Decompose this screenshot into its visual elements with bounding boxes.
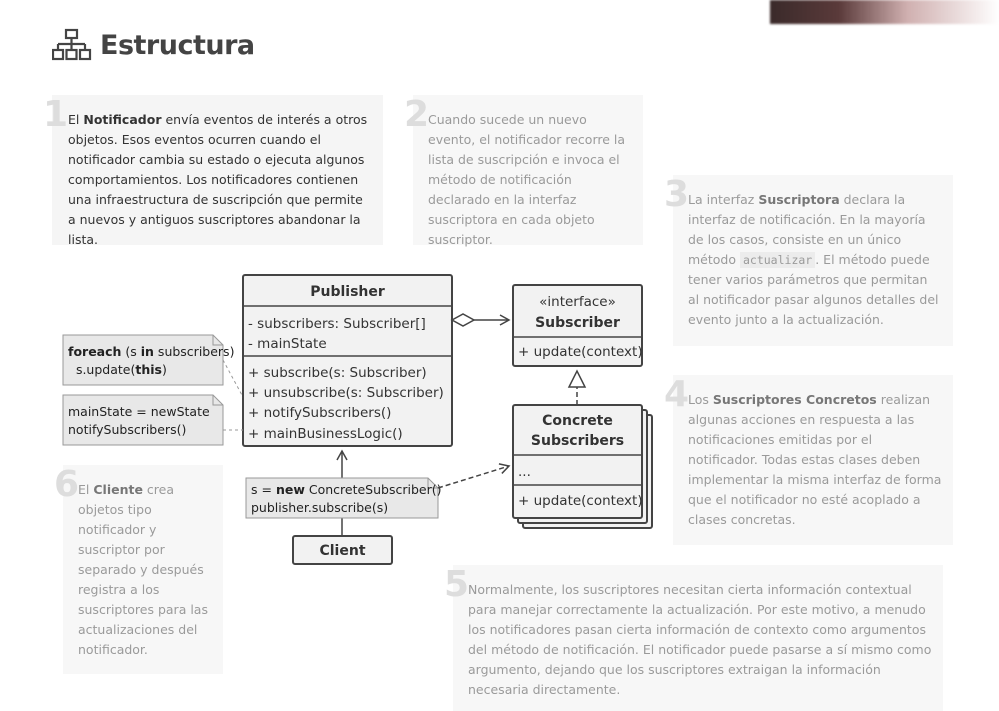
concrete-method: + update(context)	[518, 493, 643, 509]
publisher-field: - subscribers: Subscriber[]	[248, 316, 426, 332]
text-segment: La interfaz	[688, 192, 759, 207]
publisher-class: Publisher - subscribers: Subscriber[] - …	[242, 274, 453, 447]
note-state: mainState = newState notifySubscribers()	[62, 394, 243, 446]
text-segment: Normalmente, los suscriptores necesitan …	[468, 582, 932, 697]
step-card-4: 4 Los Suscriptores Concretos realizan al…	[664, 375, 953, 545]
step-text: Los Suscriptores Concretos realizan algu…	[688, 390, 943, 530]
client-class: Client	[292, 535, 393, 565]
publisher-method: + mainBusinessLogic()	[248, 426, 403, 442]
step-number: 2	[404, 94, 430, 135]
step-text: El Notificador envía eventos de interés …	[68, 110, 373, 250]
text-segment: crea objetos tipo notificador y suscript…	[78, 482, 208, 657]
section-header: Estructura	[52, 28, 255, 62]
text-segment: ConcreteSubscriber()	[305, 482, 442, 497]
concrete-name: Concrete	[542, 413, 613, 429]
note-foreach-line2: s.update(this)	[68, 362, 167, 377]
corner-decoration	[770, 0, 999, 24]
note-client-line1: s = new ConcreteSubscriber()	[251, 482, 441, 497]
step-number: 3	[664, 174, 690, 215]
bold-text: Notificador	[83, 112, 162, 127]
aggregation-connector	[450, 313, 511, 327]
text-segment: realizan algunas acciones en respuesta a…	[688, 392, 942, 527]
step-text: Cuando sucede un nuevo evento, el notifi…	[428, 110, 633, 250]
text-segment: )	[162, 362, 167, 377]
concrete-name: Subscribers	[531, 433, 624, 449]
step-card-3: 3 La interfaz Suscriptora declara la int…	[664, 175, 953, 346]
realization-connector	[567, 369, 587, 405]
bold-text: foreach	[68, 344, 121, 359]
code-text: actualizar	[739, 252, 816, 268]
text-segment: Cuando sucede un nuevo evento, el notifi…	[428, 112, 626, 247]
client-concrete-connector	[437, 463, 511, 489]
step-number: 5	[444, 564, 470, 605]
page-title: Estructura	[100, 29, 255, 61]
subscriber-interface: «interface» Subscriber + update(context)	[512, 284, 643, 367]
subscriber-stereotype: «interface»	[539, 294, 616, 310]
text-segment: declara la interfaz de notificación. En …	[688, 192, 926, 267]
publisher-method: + notifySubscribers()	[248, 405, 391, 421]
step-text: El Cliente crea objetos tipo notificador…	[78, 480, 213, 660]
text-segment: envía eventos de interés a otros objetos…	[68, 112, 368, 247]
note-client-line2: publisher.subscribe(s)	[251, 500, 388, 515]
concrete-field: ...	[518, 464, 531, 480]
structure-icon	[52, 28, 92, 61]
note-client: s = new ConcreteSubscriber() publisher.s…	[245, 477, 441, 519]
note-foreach: foreach (s in subscribers) s.update(this…	[62, 334, 244, 398]
bold-text: this	[135, 362, 162, 377]
step-card-5: 5 Normalmente, los suscriptores necesita…	[444, 565, 943, 711]
note-state-line2: notifySubscribers()	[68, 422, 186, 437]
subscriber-method: + update(context)	[518, 344, 643, 360]
publisher-method: + unsubscribe(s: Subscriber)	[248, 385, 444, 401]
text-segment: subscribers)	[154, 344, 235, 359]
publisher-name: Publisher	[310, 284, 385, 300]
publisher-field: - mainState	[248, 336, 327, 352]
concrete-subscribers-class: Concrete Subscribers ... + update(contex…	[512, 404, 653, 529]
bold-text: Cliente	[93, 482, 143, 497]
step-card-2: 2 Cuando sucede un nuevo evento, el noti…	[404, 95, 643, 247]
bold-text: in	[141, 344, 154, 359]
text-segment: . El método puede tener varios parámetro…	[688, 252, 939, 327]
note-foreach-line1: foreach (s in subscribers)	[68, 344, 234, 359]
client-name: Client	[319, 543, 365, 559]
step-text: Normalmente, los suscriptores necesitan …	[468, 580, 933, 700]
bold-text: Suscriptores Concretos	[712, 392, 877, 407]
text-segment: (s	[121, 344, 140, 359]
text-segment: Los	[688, 392, 713, 407]
text-segment: El	[78, 482, 94, 497]
text-segment: publisher.subscribe(s)	[251, 500, 388, 515]
note-state-line1: mainState = newState	[68, 404, 210, 419]
publisher-method: + subscribe(s: Subscriber)	[248, 365, 427, 381]
step-card-1: 1 El Notificador envía eventos de interé…	[43, 95, 383, 247]
bold-text: new	[276, 482, 305, 497]
step-number: 4	[664, 374, 690, 415]
text-segment: s.update(	[68, 362, 135, 377]
text-segment: El	[68, 112, 84, 127]
step-text: La interfaz Suscriptora declara la inter…	[688, 190, 940, 330]
step-card-6: 6 El Cliente crea objetos tipo notificad…	[54, 465, 223, 674]
bold-text: Suscriptora	[758, 192, 840, 207]
step-number: 1	[43, 94, 69, 135]
text-segment: s =	[251, 482, 276, 497]
subscriber-name: Subscriber	[535, 315, 620, 331]
step-number: 6	[54, 464, 80, 505]
